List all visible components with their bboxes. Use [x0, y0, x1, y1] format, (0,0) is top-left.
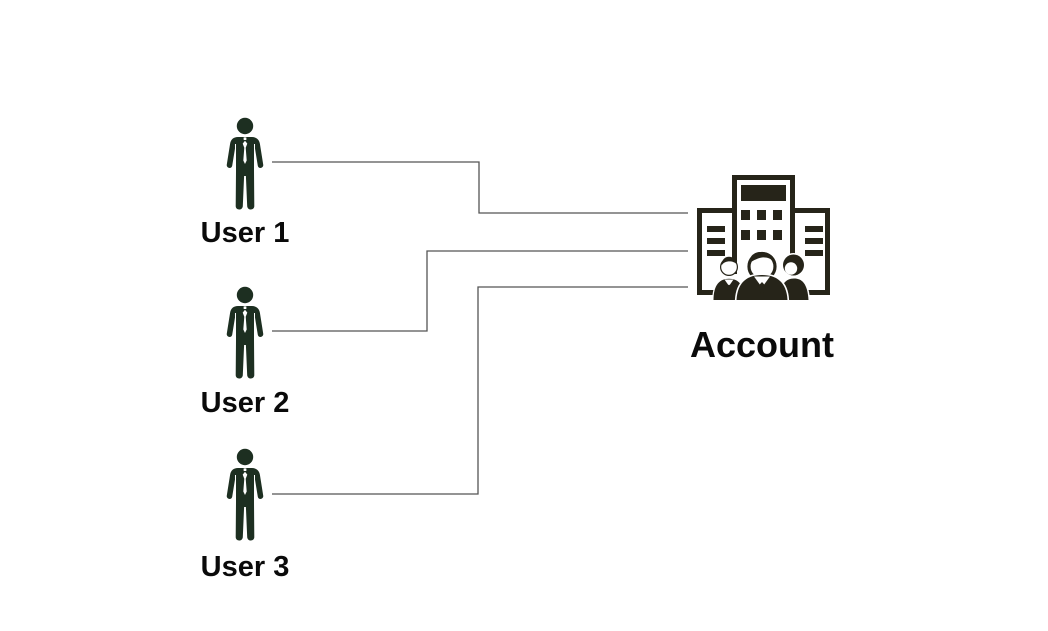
connector-user1-account[interactable] — [272, 161, 688, 214]
user-icon — [226, 286, 264, 379]
node-label-account: Account — [690, 324, 834, 365]
node-label-user-2: User 2 — [200, 387, 290, 419]
node-label-user-3: User 3 — [200, 551, 290, 583]
node-user-2[interactable]: User 2 — [201, 286, 289, 418]
account-icon — [697, 175, 830, 302]
connector-user2-account[interactable] — [272, 250, 688, 332]
user-icon — [226, 448, 264, 541]
node-label-user-1: User 1 — [200, 217, 290, 249]
node-user-3[interactable]: User 3 — [201, 448, 289, 582]
team-member-center — [734, 250, 790, 302]
user-icon — [226, 117, 264, 210]
connector-user3-account[interactable] — [272, 286, 688, 495]
node-user-1[interactable]: User 1 — [201, 117, 289, 248]
node-account[interactable]: Account — [690, 170, 836, 363]
